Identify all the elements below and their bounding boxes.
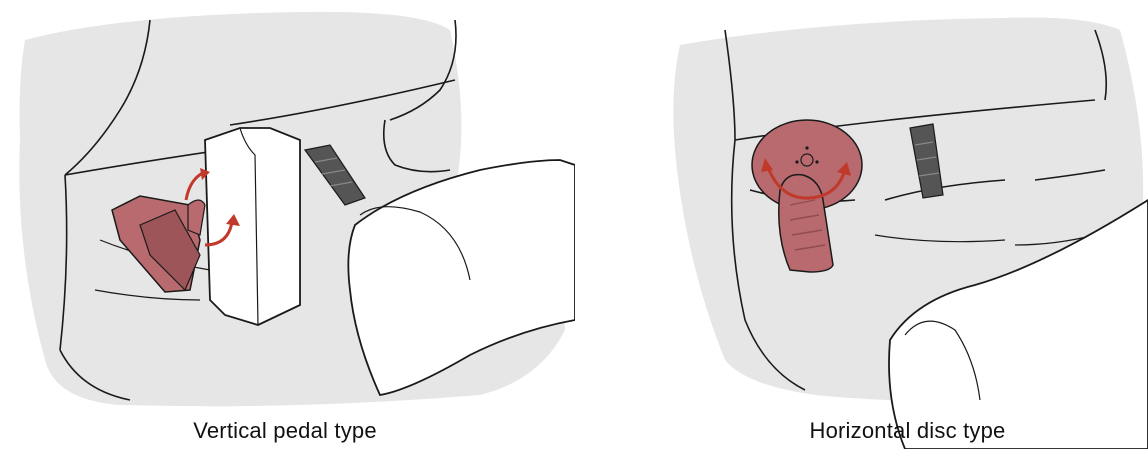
caption-horizontal-disc: Horizontal disc type [735,418,1080,444]
disc-dot [805,146,808,149]
vertical-pedal-illustration [0,0,575,449]
horizontal-disc-illustration [575,0,1148,449]
figure-horizontal-disc [575,0,1148,449]
pedestal-box [205,128,300,325]
figure-vertical-pedal [0,0,575,449]
caption-vertical-pedal: Vertical pedal type [120,418,450,444]
disc-dot [815,160,818,163]
disc-dot [795,160,798,163]
